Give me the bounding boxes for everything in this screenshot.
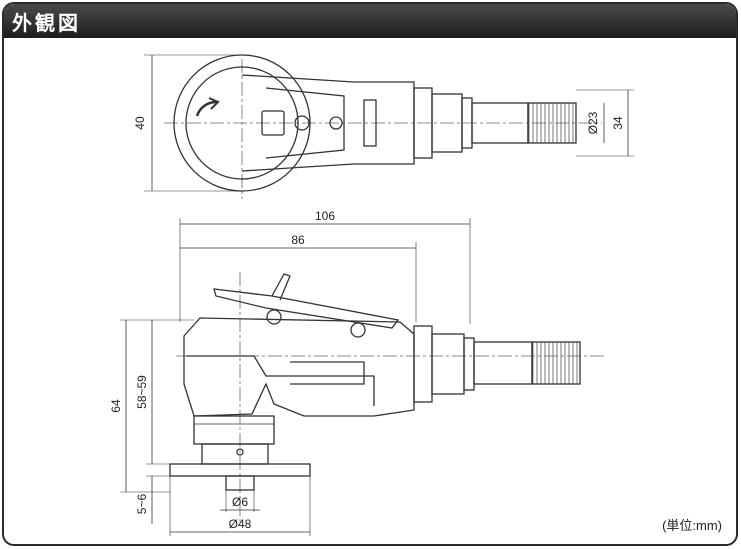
unit-note: (単位:mm): [662, 518, 722, 533]
motor-body: [183, 317, 415, 417]
dim-body-length: 86: [291, 233, 305, 247]
top-view: [144, 54, 634, 199]
header-bar: 外観図: [4, 4, 736, 38]
side-coupling: [413, 325, 433, 403]
dim-overall-length: 106: [315, 209, 335, 223]
technical-drawing: 40 Ø23 34: [109, 54, 634, 536]
dim-overall-height: 64: [109, 399, 123, 413]
dim-top-height: 40: [133, 116, 147, 130]
side-view: [120, 218, 604, 536]
dim-spindle-dia: Ø6: [232, 495, 248, 509]
dim-pad-dia: Ø48: [229, 517, 252, 531]
section-title: 外観図: [12, 11, 81, 35]
spindle-housing: [193, 415, 275, 445]
dim-body-height: 58~59: [135, 375, 149, 409]
dim-pad-thickness: 5~6: [135, 493, 149, 514]
dim-hose-outer-dia: 34: [611, 116, 625, 130]
dim-hose-inner-dia: Ø23: [586, 111, 600, 134]
lever: [213, 288, 400, 329]
